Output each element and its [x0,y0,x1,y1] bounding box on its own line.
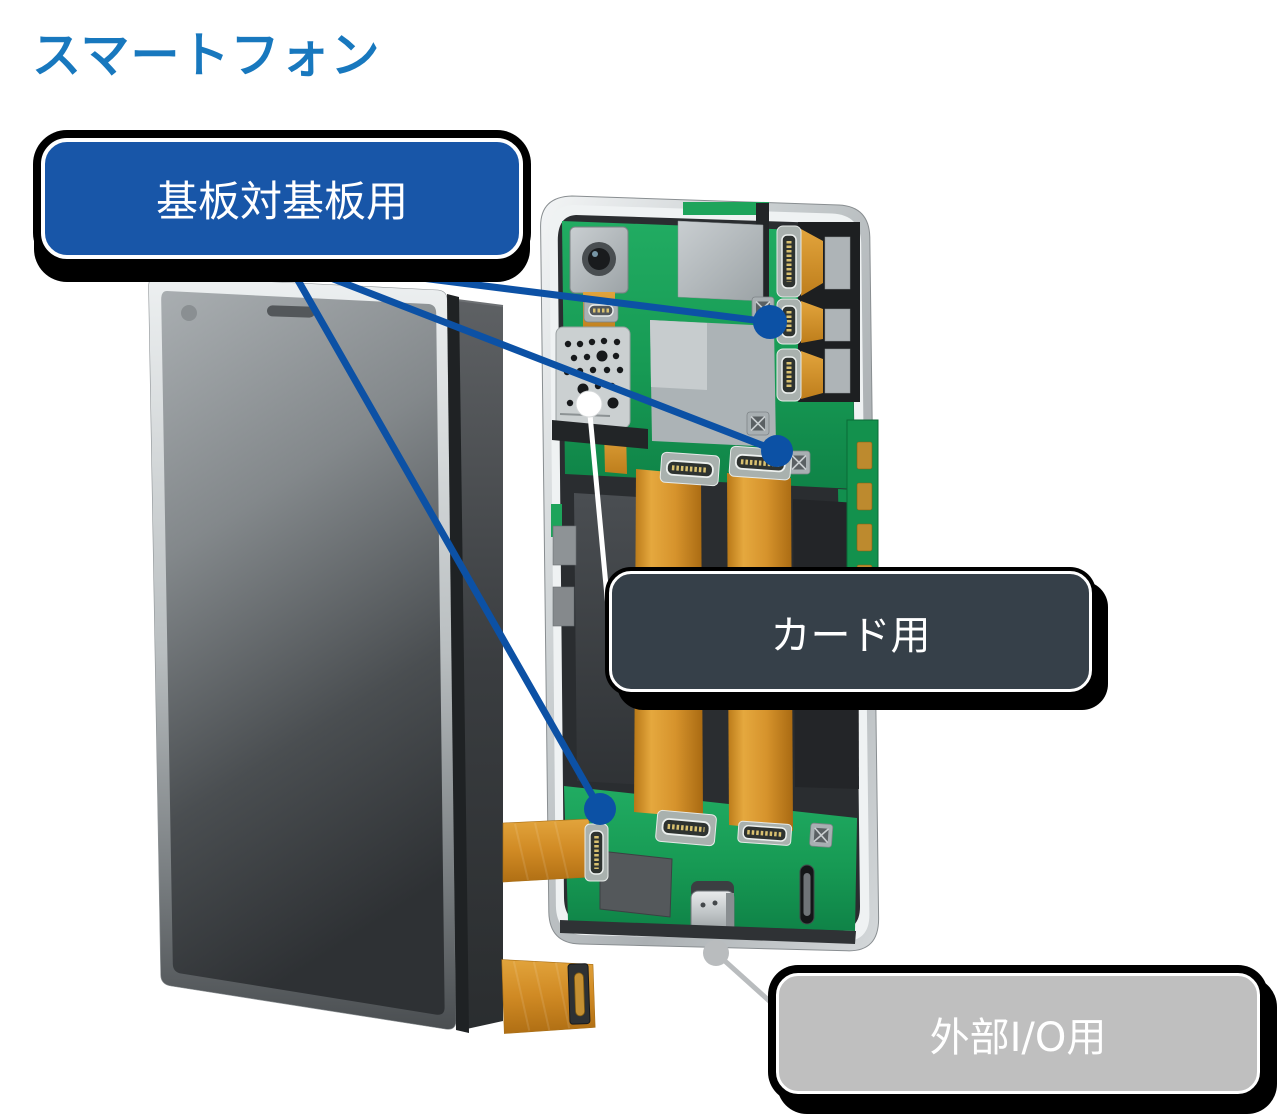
chip [746,411,770,436]
connector-dot-2 [761,435,793,467]
antenna-board [683,202,769,215]
board-to-board-leader-lines [283,257,781,813]
callout-board-to-board-label: 基板対基板用 [155,177,408,226]
side-buttons [551,504,577,627]
display-screen [161,291,445,1015]
callout-card-label: カード用 [770,612,931,659]
emi-shield-top [677,220,764,302]
callout-external-io: 外部I/O用 [776,973,1260,1094]
card-leader-line [575,390,615,651]
callout-external-io-label: 外部I/O用 [929,1014,1107,1061]
callout-card: カード用 [609,571,1092,692]
audio-port [799,864,815,925]
page-title: スマートフォン [32,27,381,84]
chip [808,822,834,849]
ribbon-horizontal [552,420,648,449]
front-panel-side-edge [447,294,469,1033]
callout-board-to-board: 基板対基板用 [41,138,523,259]
phone-front-panel [148,275,469,1033]
connector-dot-1 [753,305,787,339]
earpiece-slot [266,305,315,318]
bottom-shield [599,850,673,918]
front-camera [181,305,197,321]
connector-dot-3 [584,793,616,825]
flex-cable-left [502,818,592,883]
bottom-connectors [655,809,793,847]
connector-bottom-left [584,823,609,882]
board-to-board-connectors [776,222,860,402]
bottom-inner-strip [560,920,856,944]
flex-cable-lower [501,959,596,1034]
